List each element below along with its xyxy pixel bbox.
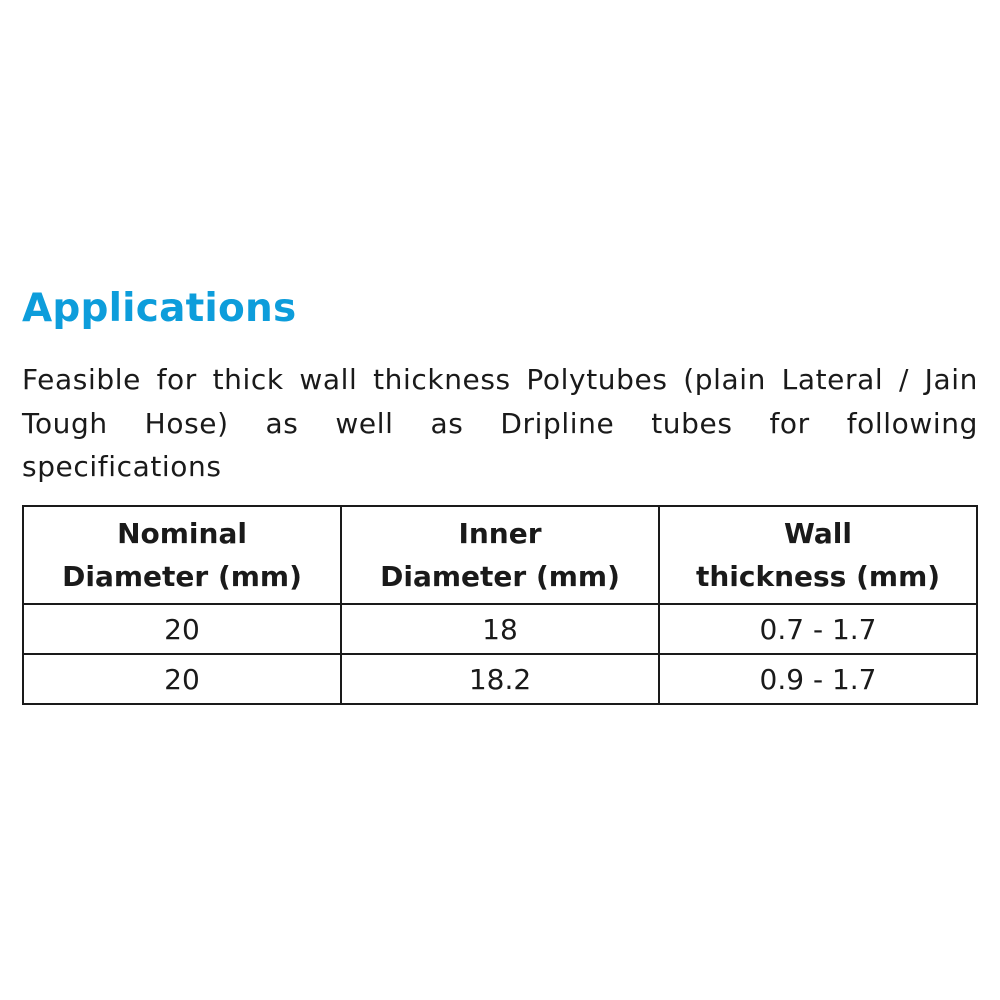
cell-wall-thickness: 0.9 - 1.7	[658, 653, 978, 705]
header-line: Nominal	[117, 517, 247, 550]
cell-inner-diameter: 18	[340, 603, 660, 655]
header-line: Diameter (mm)	[62, 560, 302, 593]
cell-inner-diameter: 18.2	[340, 653, 660, 705]
table-row: 20 18 0.7 - 1.7	[22, 603, 978, 655]
cell-nominal-diameter: 20	[22, 653, 342, 705]
header-line: Diameter (mm)	[380, 560, 620, 593]
header-line: Inner	[458, 517, 542, 550]
section-heading: Applications	[22, 286, 297, 331]
table-row: 20 18.2 0.9 - 1.7	[22, 653, 978, 705]
description-text: Feasible for thick wall thickness Polytu…	[22, 363, 978, 483]
header-wall-thickness: Wall thickness (mm)	[658, 505, 978, 605]
cell-nominal-diameter: 20	[22, 603, 342, 655]
cell-wall-thickness: 0.7 - 1.7	[658, 603, 978, 655]
header-line: thickness (mm)	[695, 560, 941, 593]
header-line: Wall	[784, 517, 852, 550]
